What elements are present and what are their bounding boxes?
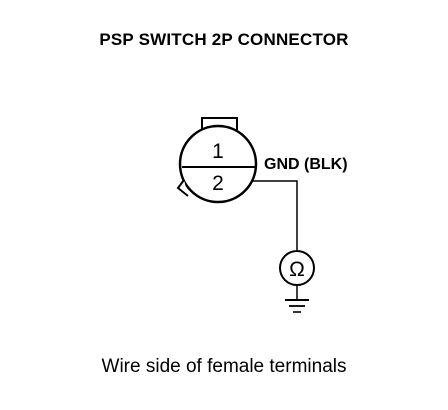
terminal-number-2: 2 bbox=[212, 172, 224, 195]
ohmmeter-icon: Ω bbox=[279, 250, 315, 286]
ohm-symbol: Ω bbox=[289, 258, 305, 281]
terminal-number-1: 1 bbox=[212, 140, 224, 163]
connector-2p: 1 2 bbox=[176, 117, 258, 204]
wire-label: GND (BLK) bbox=[264, 156, 348, 173]
ground-icon bbox=[285, 299, 309, 313]
connector-housing bbox=[178, 124, 258, 204]
gnd-wire bbox=[253, 180, 298, 250]
diagram-title: PSP SWITCH 2P CONNECTOR bbox=[99, 30, 349, 49]
diagram-caption: Wire side of female terminals bbox=[101, 356, 347, 377]
connector-key-notch bbox=[176, 179, 189, 197]
